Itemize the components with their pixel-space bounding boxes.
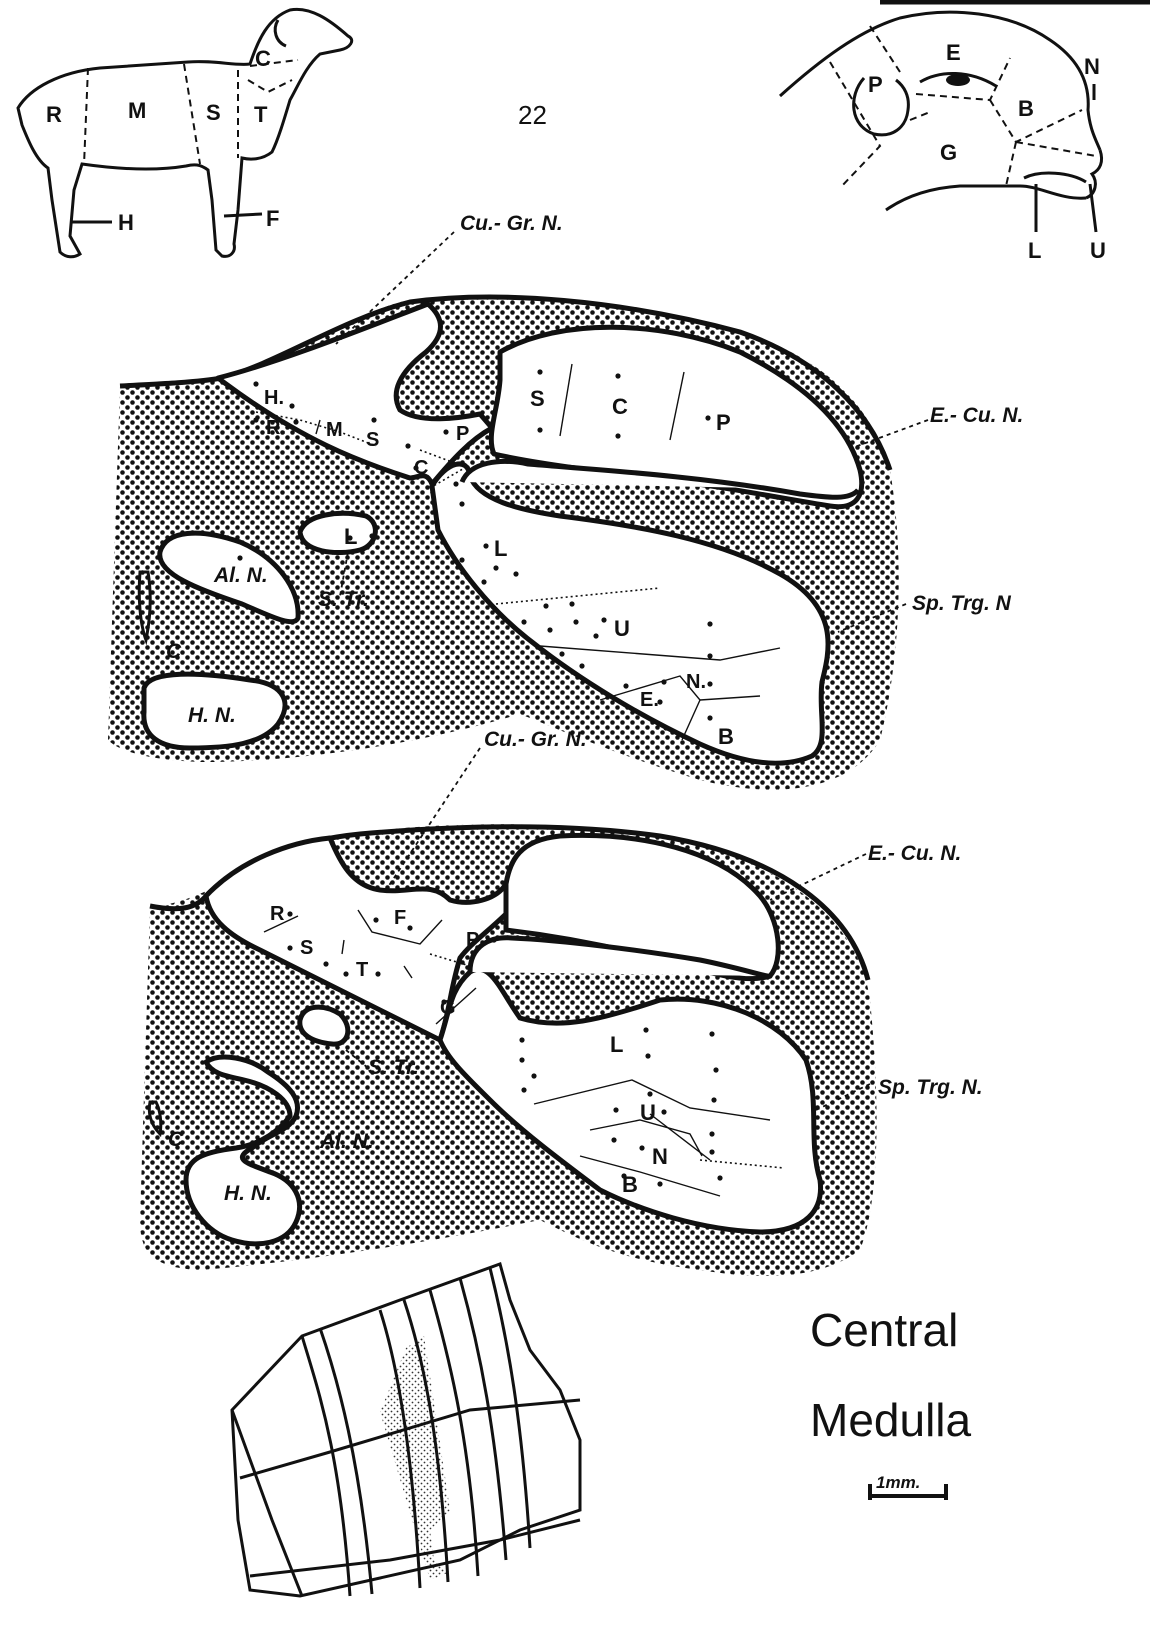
upper-c-label: C [166,640,182,663]
lower-point-s: S [300,937,313,959]
upper-point-s: S [366,429,379,451]
sheep-head-diagram: P E N B G L U [780,12,1106,263]
upper-strn-n: N. [686,671,706,693]
sheep-body-outline [18,9,352,256]
upper-ecu-s: S [530,386,545,411]
scale-bar-label: 1mm. [876,1473,920,1492]
sheep-ear [275,20,286,46]
upper-s-tr-label: S. Tr. [318,588,369,611]
upper-ecu-p: P [716,410,731,435]
lower-strn-u: U [640,1100,656,1125]
upper-strn-u: U [614,616,630,641]
lower-point-f: F [394,907,406,929]
lower-cu-gr-label: Cu.- Gr. N. [484,728,587,751]
lower-e-cu-label: E.- Cu. N. [868,842,961,865]
upper-cu-gr-label: Cu.- Gr. N. [460,212,563,235]
upper-strn-l: L [494,536,507,561]
sheep-f-leader [224,214,262,216]
upper-strn-b: B [718,724,734,749]
lower-point-r: R [270,903,285,925]
sheep-div-1 [84,68,88,165]
upper-h-n-label: H. N. [188,704,236,727]
head-snout [1086,150,1102,198]
sheep-body-diagram: R M S T C H F [18,9,352,256]
caption-medulla: Medulla [810,1394,972,1446]
lower-s-tr-island [300,1007,348,1044]
head-outline-top [780,12,1100,150]
head-div-4 [990,100,1082,142]
lower-point-t: T [356,959,368,981]
lower-sp-trg-label: Sp. Trg. N. [878,1076,983,1099]
sketch-stippled-band [380,1336,450,1580]
sheep-region-s: S [206,100,221,125]
sketch-line-8 [460,1278,506,1560]
lower-c-label: C [168,1128,184,1151]
head-region-e: E [946,40,961,65]
upper-point-r: R. [266,417,286,439]
sheep-div-2 [184,64,200,164]
sheep-limb-f: F [266,206,279,231]
sheep-region-c: C [255,46,271,71]
page-number: 22 [518,100,547,130]
brainstem-index-sketch [232,1264,580,1596]
upper-strn-e: E. [640,689,659,711]
lower-h-n-label: H. N. [224,1182,272,1205]
lower-al-n-label: Al. N. [319,1130,374,1153]
upper-section: Cu.- Gr. N. E.- Cu. N. Sp. Trg. N Al. N.… [108,212,1023,790]
head-region-u: U [1090,238,1106,263]
head-region-n: N [1084,54,1100,79]
sheep-limb-h: H [118,210,134,235]
scale-bar: 1mm. [870,1473,946,1500]
upper-al-n-label: Al. N. [213,564,268,587]
head-div-7 [1006,142,1016,186]
lower-section: Cu.- Gr. N. E.- Cu. N. Sp. Trg. N. Al. N… [140,728,983,1276]
sheep-div-5 [248,80,292,92]
lower-s-tr-label: S. Tr. [368,1056,419,1079]
upper-point-m: M [326,419,343,441]
head-div-5 [1016,142,1096,156]
lower-strn-n: N [652,1144,668,1169]
upper-s-tr-island [300,513,375,552]
sketch-line-3 [302,1336,350,1596]
lower-strn-l: L [610,1032,623,1057]
sheep-region-t: T [254,102,268,127]
head-div-2 [870,26,900,72]
upper-point-p: P [456,423,469,445]
upper-point-h: H. [264,387,284,409]
sheep-region-r: R [46,102,62,127]
lower-point-p: P [466,929,479,951]
sketch-line-10 [232,1410,302,1596]
upper-ecu-c: C [612,394,628,419]
head-div-6 [910,112,930,120]
head-region-b: B [1018,96,1034,121]
head-region-g: G [940,140,957,165]
head-region-p: P [868,72,883,97]
head-jaw [886,186,1086,210]
upper-e-cu-label: E.- Cu. N. [930,404,1023,427]
head-region-l: L [1028,238,1041,263]
caption-central: Central [810,1304,958,1356]
head-lip [1024,173,1086,182]
upper-sp-trg-label: Sp. Trg. N [912,592,1012,615]
sheep-region-m: M [128,98,146,123]
